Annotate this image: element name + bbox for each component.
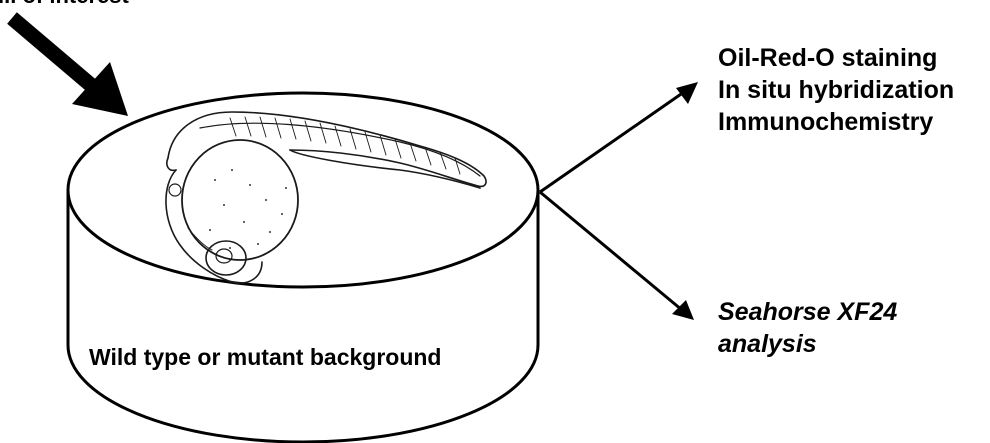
dish-label: Wild type or mutant background [89, 344, 441, 371]
branch-arrow-lower [540, 192, 694, 320]
dish-top-surface [68, 93, 538, 287]
outcomes-upper-list: Oil-Red-O staining In situ hybridization… [718, 42, 954, 138]
top-label-fragment: ... of interest [0, 0, 129, 9]
branch-arrow-upper [540, 82, 698, 192]
culture-dish [68, 93, 538, 442]
outcome-item: Immunochemistry [718, 106, 954, 138]
arrow-down-right-icon [12, 18, 128, 116]
outcome-lower-line1: Seahorse XF24 [718, 296, 897, 328]
outcome-lower: Seahorse XF24 analysis [718, 296, 897, 360]
outcome-item: In situ hybridization [718, 74, 954, 106]
outcome-item: Oil-Red-O staining [718, 42, 954, 74]
outcome-lower-line2: analysis [718, 328, 897, 360]
